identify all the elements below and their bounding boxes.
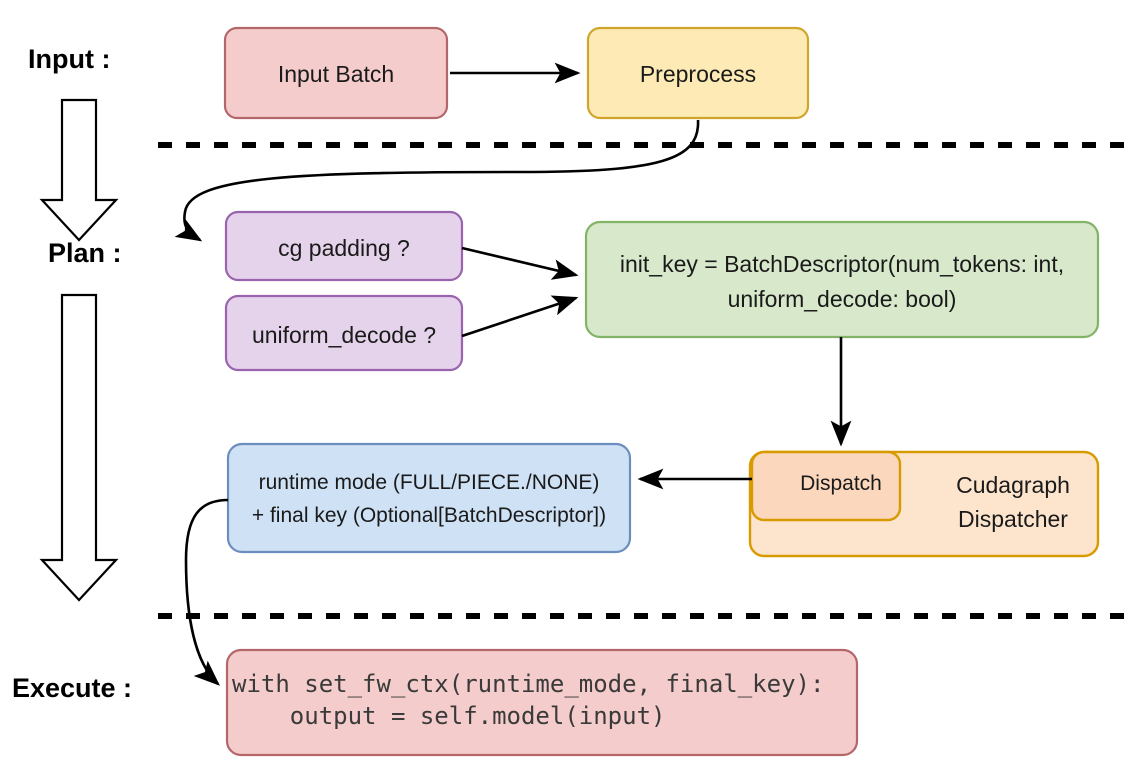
execute-code-line2: output = self.model(input): [232, 702, 665, 730]
input-to-plan-arrow: [39, 98, 119, 242]
node-cg-padding[interactable]: cg padding ?: [224, 210, 464, 282]
input-batch-box: [223, 26, 449, 120]
plan-to-execute-arrow: [39, 293, 119, 602]
preprocess-to-cg-padding: [174, 119, 700, 242]
input-batch-label: Input Batch: [278, 61, 394, 87]
node-init-key[interactable]: init_key = BatchDescriptor(num_tokens: i…: [584, 220, 1100, 339]
runtime-mode-line1: runtime mode (FULL/PIECE./NONE): [259, 471, 600, 494]
runtime-mode-line2: + final key (Optional[BatchDescriptor]): [252, 504, 606, 527]
node-execute-code[interactable]: with set_fw_ctx(runtime_mode, final_key)…: [225, 648, 859, 757]
init-key-line1: init_key = BatchDescriptor(num_tokens: i…: [620, 251, 1064, 277]
node-preprocess[interactable]: Preprocess: [586, 26, 810, 120]
stage-label-plan: Plan :: [48, 238, 122, 268]
cudagraph-dispatcher-line2: Dispatcher: [958, 506, 1068, 532]
node-dispatch[interactable]: Dispatch: [750, 450, 902, 522]
cg-padding-label: cg padding ?: [278, 235, 410, 261]
cg-padding-box: [224, 210, 464, 282]
dispatch-label: Dispatch: [800, 472, 882, 495]
stage-label-execute: Execute :: [12, 673, 132, 703]
runtime-mode-box: [226, 442, 632, 554]
node-input-batch[interactable]: Input Batch: [223, 26, 449, 120]
execute-code-line1: with set_fw_ctx(runtime_mode, final_key)…: [232, 670, 824, 698]
cg-padding-to-init-key: [461, 246, 579, 280]
preprocess-box: [586, 26, 810, 120]
dispatch-box: [750, 450, 902, 522]
runtime-mode-to-execute-code: [184, 498, 229, 686]
uniform-decode-label: uniform_decode ?: [252, 322, 436, 348]
init-key-box: [584, 220, 1100, 339]
uniform-decode-box: [224, 294, 464, 372]
init-key-line2: uniform_decode: bool): [728, 286, 957, 312]
preprocess-label: Preprocess: [640, 61, 756, 87]
execute-code-box: [225, 648, 859, 757]
cudagraph-dispatcher-line1: Cudagraph: [956, 472, 1070, 498]
node-uniform-decode[interactable]: uniform_decode ?: [224, 294, 464, 372]
uniform-decode-to-init-key: [461, 295, 579, 338]
stage-label-input: Input :: [28, 44, 110, 74]
node-runtime-mode[interactable]: runtime mode (FULL/PIECE./NONE) + final …: [226, 442, 632, 554]
